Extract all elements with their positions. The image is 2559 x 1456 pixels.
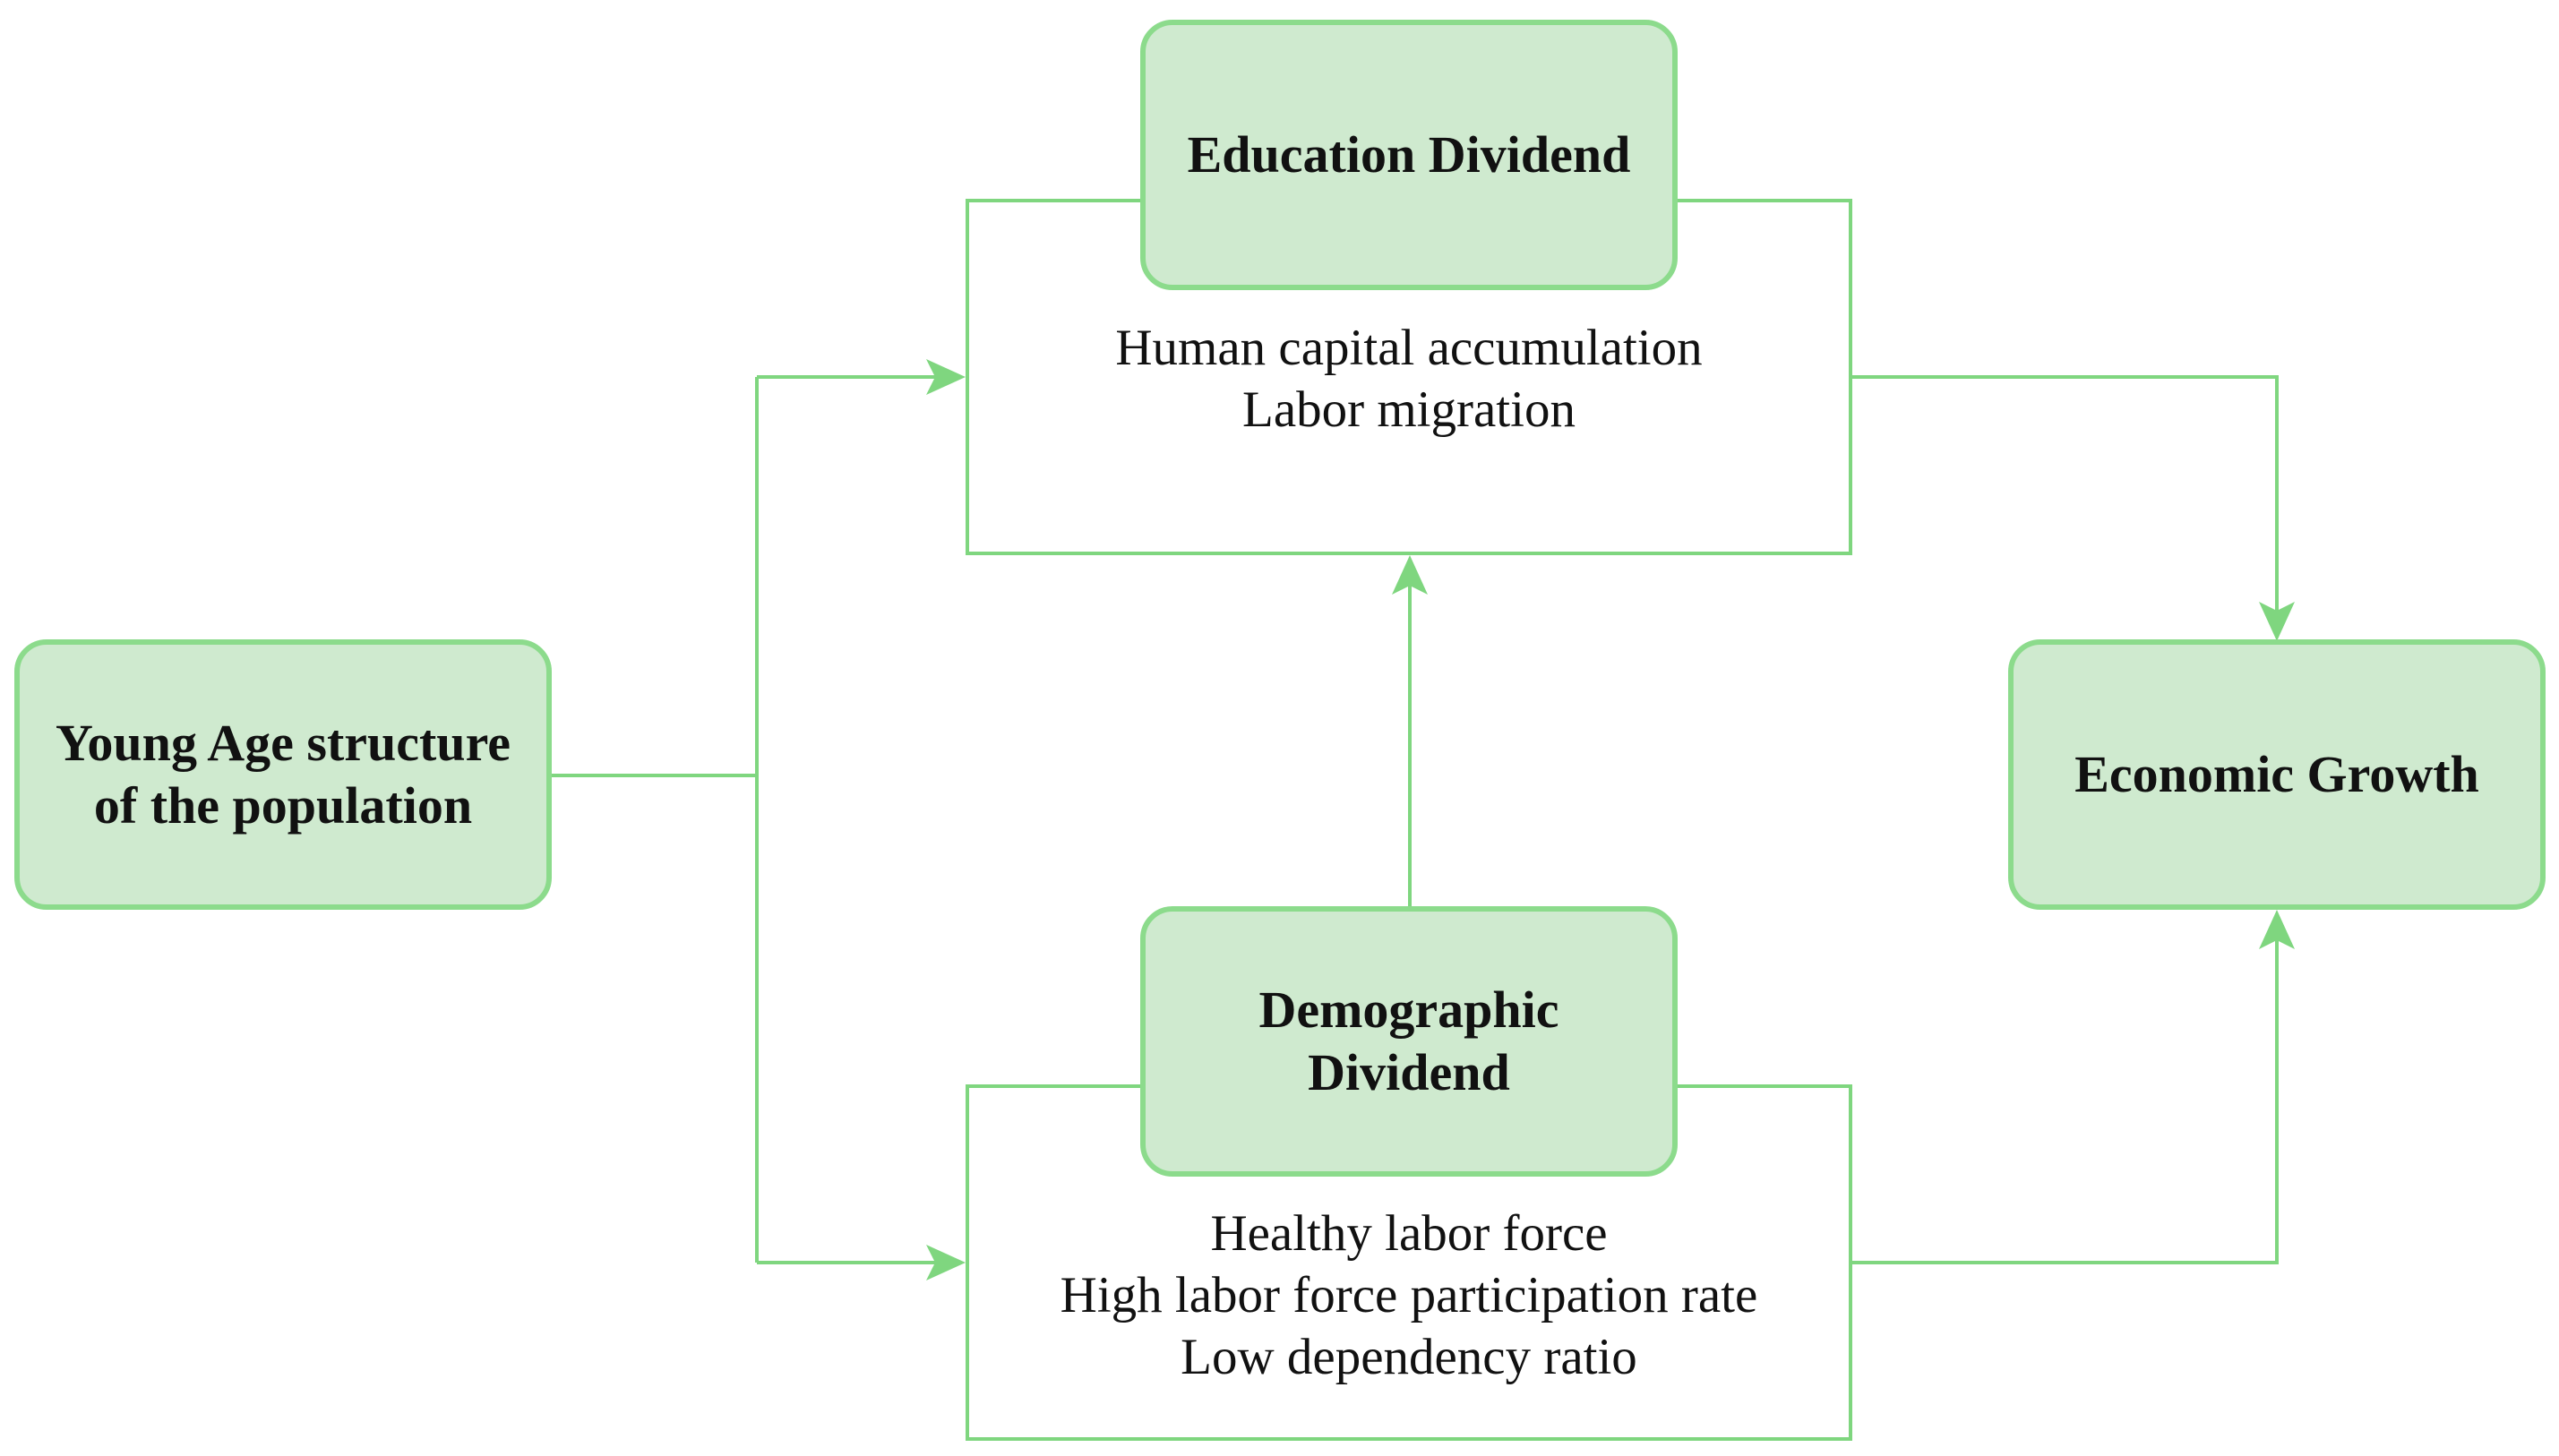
economic-growth-box: Economic Growth	[2008, 639, 2546, 910]
economic-growth-title: Economic Growth	[2074, 745, 2479, 803]
demographic-dividend-box: Demographic Dividend	[1140, 906, 1678, 1177]
education-item: Human capital accumulation	[1115, 320, 1703, 376]
young-age-box: Young Age structure of the population	[14, 639, 552, 910]
education-dividend-box: Education Dividend	[1140, 20, 1678, 290]
demographic-dividend-title-line1: Demographic	[1258, 981, 1559, 1039]
young-age-line2: of the population	[93, 776, 473, 835]
arrowhead-to-education-bottom	[1392, 555, 1428, 595]
demographic-item: High labor force participation rate	[1060, 1267, 1758, 1323]
demographic-dividend-title-line2: Dividend	[1308, 1043, 1510, 1101]
arrowhead-to-economic-bottom	[2259, 910, 2295, 949]
connector-demographic-to-economic	[1852, 940, 2279, 1264]
arrowhead-to-demographic	[926, 1245, 966, 1280]
demographic-items: Healthy labor force High labor force par…	[966, 1203, 1852, 1388]
demographic-item: Healthy labor force	[1210, 1205, 1608, 1262]
education-dividend-title: Education Dividend	[1187, 125, 1631, 184]
young-age-line1: Young Age structure	[55, 714, 511, 772]
education-item: Labor migration	[1242, 381, 1576, 438]
arrowhead-to-education	[926, 359, 966, 395]
arrowhead-to-economic-top	[2259, 602, 2295, 641]
connector-education-to-economic	[1852, 375, 2279, 618]
demographic-item: Low dependency ratio	[1181, 1329, 1637, 1385]
education-items: Human capital accumulation Labor migrati…	[966, 317, 1852, 441]
